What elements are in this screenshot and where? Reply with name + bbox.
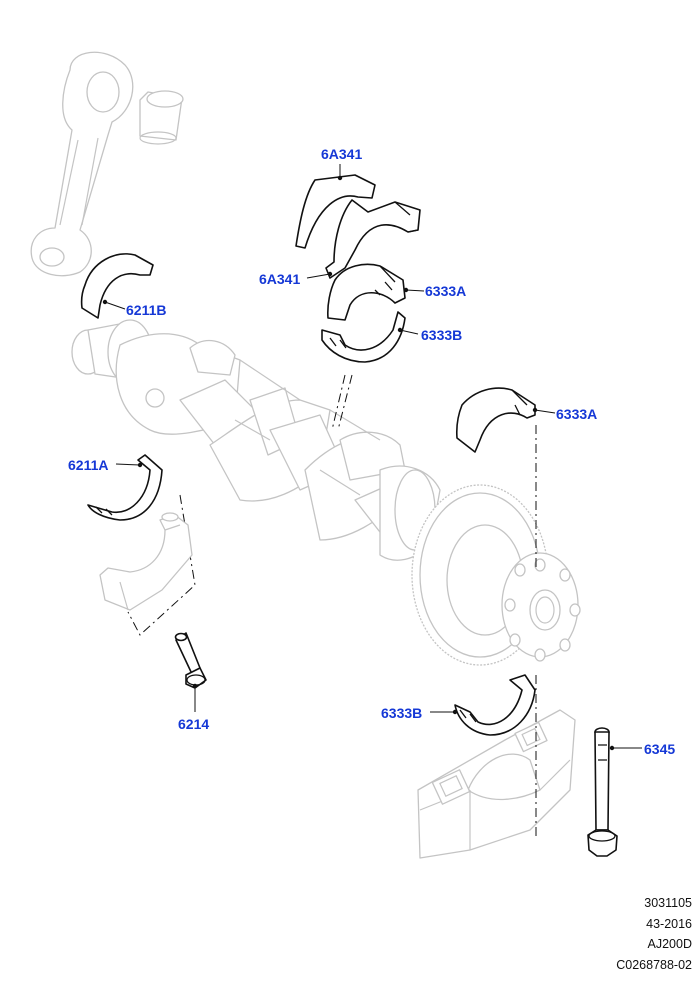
thrust-washer-lower	[325, 199, 421, 279]
crankshaft-ghost	[71, 319, 441, 561]
callout-thrust-lower: 6A341	[259, 271, 300, 287]
small-end-bushing-ghost	[139, 90, 184, 145]
callout-main-upper-2: 6333A	[556, 406, 597, 422]
rod-bearing-upper	[80, 253, 154, 319]
meta-line-3: AJ200D	[647, 937, 692, 951]
meta-line-2: 43-2016	[646, 917, 692, 931]
callout-main-upper-1: 6333A	[425, 283, 466, 299]
callout-rod-bearing-upper: 6211B	[126, 302, 166, 318]
callout-labels: 6A341 6A341 6333A 6333B 6333A 6333B 6211…	[68, 146, 675, 757]
main-bearing-upper-center	[327, 263, 406, 321]
crank-gear-ghost	[411, 484, 581, 666]
callout-cap-bolt: 6345	[644, 741, 675, 757]
callout-rod-bolt: 6214	[178, 716, 209, 732]
main-bearing-upper-right	[455, 387, 536, 453]
main-cap-bolt	[587, 727, 618, 857]
rod-bearing-lower	[87, 454, 163, 521]
main-bearing-lower-right	[454, 674, 536, 736]
meta-line-4: C0268788-02	[616, 958, 692, 972]
rod-cap-ghost	[99, 512, 193, 611]
meta-line-1: 3031105	[644, 896, 692, 910]
thrust-washer-upper	[295, 174, 376, 249]
callout-main-lower-2: 6333B	[381, 705, 422, 721]
connecting-rod-ghost	[30, 51, 134, 277]
main-bearing-lower-center	[321, 311, 406, 363]
callout-thrust-upper: 6A341	[321, 146, 362, 162]
rod-bolt	[174, 632, 207, 689]
callout-main-lower-1: 6333B	[421, 327, 462, 343]
leader-lines	[102, 164, 642, 751]
callout-rod-bearing-lower: 6211A	[68, 457, 108, 473]
